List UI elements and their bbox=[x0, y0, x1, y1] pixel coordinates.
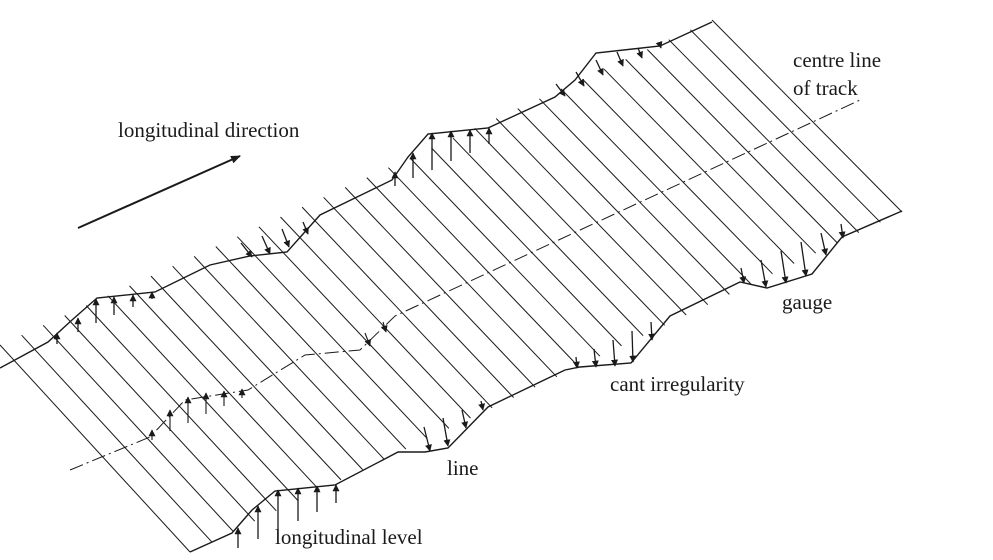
cross-tie bbox=[323, 196, 514, 398]
lower-rail-cant-arrows bbox=[572, 321, 656, 369]
upper-rail bbox=[0, 21, 713, 369]
cant-irregularity-label: cant irregularity bbox=[610, 372, 745, 396]
lower-rail-level-arrows bbox=[234, 484, 340, 548]
cross-tie bbox=[646, 49, 838, 244]
cross-tie bbox=[21, 334, 212, 543]
cross-tie bbox=[690, 29, 881, 223]
cross-tie bbox=[344, 187, 536, 388]
cross-tie bbox=[452, 137, 644, 336]
cross-tie bbox=[0, 344, 191, 553]
cross-tie bbox=[366, 177, 558, 378]
longitudinal-level-label: longitudinal level bbox=[275, 525, 423, 549]
cross-tie bbox=[603, 68, 795, 264]
cross-tie bbox=[495, 118, 687, 316]
cross-tie bbox=[280, 216, 471, 419]
cross-tie bbox=[150, 275, 342, 481]
cross-tie bbox=[711, 19, 903, 213]
cross-tie bbox=[409, 157, 601, 357]
cross-tie bbox=[388, 167, 579, 367]
cross-ties bbox=[0, 19, 903, 553]
upper-rail-level-arrows bbox=[53, 291, 156, 344]
gauge-label: gauge bbox=[782, 290, 833, 314]
longitudinal-direction-label: longitudinal direction bbox=[118, 118, 300, 142]
line-label: line bbox=[447, 456, 479, 480]
cross-tie bbox=[668, 39, 860, 233]
cross-tie bbox=[431, 147, 622, 347]
cross-tie bbox=[582, 78, 773, 275]
cross-tie bbox=[301, 206, 493, 409]
lower-rail-line-arrows bbox=[423, 400, 486, 452]
cross-tie bbox=[215, 246, 407, 450]
cross-tie bbox=[107, 295, 299, 501]
upper-rail-line-arrows bbox=[240, 221, 309, 258]
cross-tie bbox=[85, 305, 277, 512]
cross-tie bbox=[539, 98, 730, 295]
centre-line-label: centre line bbox=[793, 48, 882, 72]
cross-tie bbox=[517, 108, 709, 306]
cross-tie bbox=[42, 324, 234, 532]
cross-tie bbox=[560, 88, 752, 285]
lower-rail bbox=[189, 210, 903, 553]
cross-tie bbox=[193, 256, 385, 460]
cross-tie bbox=[236, 236, 428, 440]
centre-line-arrows bbox=[148, 321, 388, 440]
cross-tie bbox=[129, 285, 320, 491]
direction-arrow bbox=[77, 155, 241, 229]
upper-rail-gauge-arrows bbox=[555, 40, 663, 97]
cross-tie bbox=[258, 226, 450, 429]
upper-rail-level-arrows-2 bbox=[391, 127, 493, 186]
cross-tie bbox=[474, 127, 666, 326]
cross-tie bbox=[625, 59, 817, 254]
of-track-label: of track bbox=[793, 76, 858, 100]
cross-tie bbox=[64, 315, 256, 522]
centre-line bbox=[69, 99, 861, 471]
cross-tie bbox=[172, 265, 363, 470]
lower-rail-gauge-arrows bbox=[739, 223, 846, 288]
